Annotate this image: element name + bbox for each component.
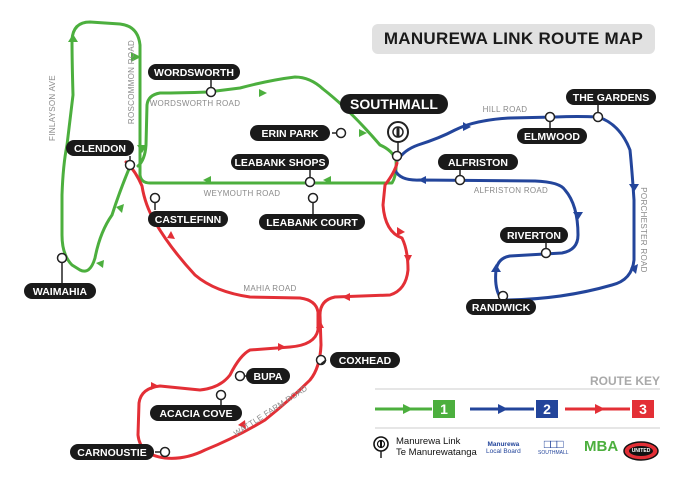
station-dot-alfriston	[454, 174, 466, 186]
route-3-arrows	[151, 227, 412, 429]
sponsor-local-board-line2: Local Board	[486, 448, 521, 455]
stop-label-southmall: SOUTHMALL	[340, 94, 448, 114]
route-2-arrows	[418, 113, 639, 274]
road-label-wordsworth-rd: WORDSWORTH ROAD	[150, 99, 241, 108]
sponsor-southmall-text: SOUTHMALL	[538, 450, 569, 456]
route-1-arrows	[68, 34, 367, 268]
stop-label-wordsworth: WORDSWORTH	[148, 64, 240, 80]
road-label-hill: HILL ROAD	[483, 105, 528, 114]
road-label-finlayson: FINLAYSON AVE	[48, 75, 57, 141]
stop-name-riverton: RIVERTON	[507, 230, 561, 242]
route-key-lines	[375, 388, 660, 429]
stop-label-leabank-court: LEABANK COURT	[259, 214, 365, 230]
station-dot-southmall	[391, 150, 403, 162]
station-dot-riverton	[540, 247, 552, 259]
stop-name-leabank-shops: LEABANK SHOPS	[234, 157, 325, 169]
stop-label-acacia-cove: ACACIA COVE	[150, 405, 242, 421]
road-label-mahia: MAHIA ROAD	[243, 284, 296, 293]
stop-name-carnoustie: CARNOUSTIE	[77, 447, 146, 459]
stop-name-southmall: SOUTHMALL	[350, 96, 438, 112]
station-dot-wordsworth	[205, 86, 217, 98]
sponsor-local-board-line1: Manurewa	[487, 441, 520, 448]
stop-labels: WORDSWORTH ERIN PARK SOUTHMALL THE GARDENS E…	[24, 64, 656, 460]
stop-name-castlefinn: CASTLEFINN	[155, 214, 222, 226]
road-label-alfriston-rd: ALFRISTON ROAD	[474, 186, 548, 195]
route-key-badges: 1 2 3	[433, 400, 654, 418]
route-key-badge-2: 2	[536, 400, 558, 418]
route-key-title: ROUTE KEY	[589, 374, 660, 388]
stop-label-leabank-shops: LEABANK SHOPS	[231, 154, 329, 170]
manurewa-link-logo: Manurewa Link Te Manurewatanga	[372, 436, 477, 458]
stop-name-bupa: BUPA	[254, 371, 283, 383]
stop-label-alfriston: ALFRISTON	[438, 154, 518, 170]
route-key-number-3: 3	[639, 401, 647, 417]
road-label-wattle-farm: WATTLE FARM ROAD	[232, 384, 309, 438]
stop-name-alfriston: ALFRISTON	[448, 157, 508, 169]
manurewa-link-hub-icon	[387, 121, 409, 152]
station-dot-castlefinn	[149, 192, 161, 204]
stop-name-randwick: RANDWICK	[472, 302, 531, 314]
route-key-badge-3: 3	[632, 400, 654, 418]
stop-name-clendon: CLENDON	[74, 143, 126, 155]
stop-label-waimahia: WAIMAHIA	[24, 283, 96, 299]
road-label-porchester: PORCHESTER ROAD	[639, 187, 648, 272]
stop-label-the-gardens: THE GARDENS	[566, 89, 656, 105]
stop-name-the-gardens: THE GARDENS	[573, 92, 649, 104]
route-2-line	[393, 115, 636, 302]
sponsor-local-board: Manurewa Local Board	[486, 441, 521, 455]
stop-label-erin-park: ERIN PARK	[250, 125, 330, 141]
station-dot-erin-park	[335, 127, 347, 139]
station-dot-leabank-court	[307, 192, 319, 204]
road-label-weymouth: WEYMOUTH ROAD	[204, 189, 281, 198]
station-dot-the-gardens	[592, 111, 604, 123]
stop-name-wordsworth: WORDSWORTH	[154, 67, 234, 79]
stop-label-carnoustie: CARNOUSTIE	[70, 444, 154, 460]
stop-label-bupa: BUPA	[246, 368, 290, 384]
station-dot-acacia-cove	[215, 389, 227, 401]
station-dot-waimahia	[56, 252, 68, 264]
route-key-number-1: 1	[440, 401, 448, 417]
station-dot-elmwood	[544, 111, 556, 123]
station-dot-clendon	[124, 159, 136, 171]
road-label-roscommon: ROSCOMMON ROAD	[127, 40, 136, 124]
stop-label-castlefinn: CASTLEFINN	[148, 211, 228, 227]
station-dot-carnoustie	[159, 446, 171, 458]
sponsor-united: UNITED	[622, 440, 660, 464]
logo-line-2: Te Manurewatanga	[396, 447, 477, 458]
stop-label-elmwood: ELMWOOD	[517, 128, 587, 144]
route-key-badge-1: 1	[433, 400, 455, 418]
sponsor-southmall: □□□ SOUTHMALL	[538, 438, 569, 457]
stop-name-leabank-court: LEABANK COURT	[266, 217, 358, 229]
stop-name-waimahia: WAIMAHIA	[33, 286, 88, 298]
route-key-number-2: 2	[543, 401, 551, 417]
stop-label-clendon: CLENDON	[66, 140, 134, 156]
sponsor-united-text: UNITED	[631, 448, 651, 454]
stop-name-erin-park: ERIN PARK	[262, 128, 319, 140]
stop-label-randwick: RANDWICK	[466, 299, 536, 315]
manurewa-link-logo-icon	[373, 436, 389, 458]
station-dot-leabank-shops	[304, 176, 316, 188]
united-logo-icon	[623, 441, 659, 461]
stop-name-elmwood: ELMWOOD	[524, 131, 580, 143]
logo-line-1: Manurewa Link	[396, 436, 461, 447]
stop-name-coxhead: COXHEAD	[339, 355, 392, 367]
stop-label-coxhead: COXHEAD	[330, 352, 400, 368]
sponsor-mba: MBA	[584, 438, 619, 455]
map-title: MANUREWA LINK ROUTE MAP	[372, 24, 655, 54]
stop-name-acacia-cove: ACACIA COVE	[159, 408, 232, 420]
southmall-logo-mark: □□□	[543, 437, 564, 451]
station-dot-bupa	[234, 370, 246, 382]
stop-label-riverton: RIVERTON	[500, 227, 568, 243]
